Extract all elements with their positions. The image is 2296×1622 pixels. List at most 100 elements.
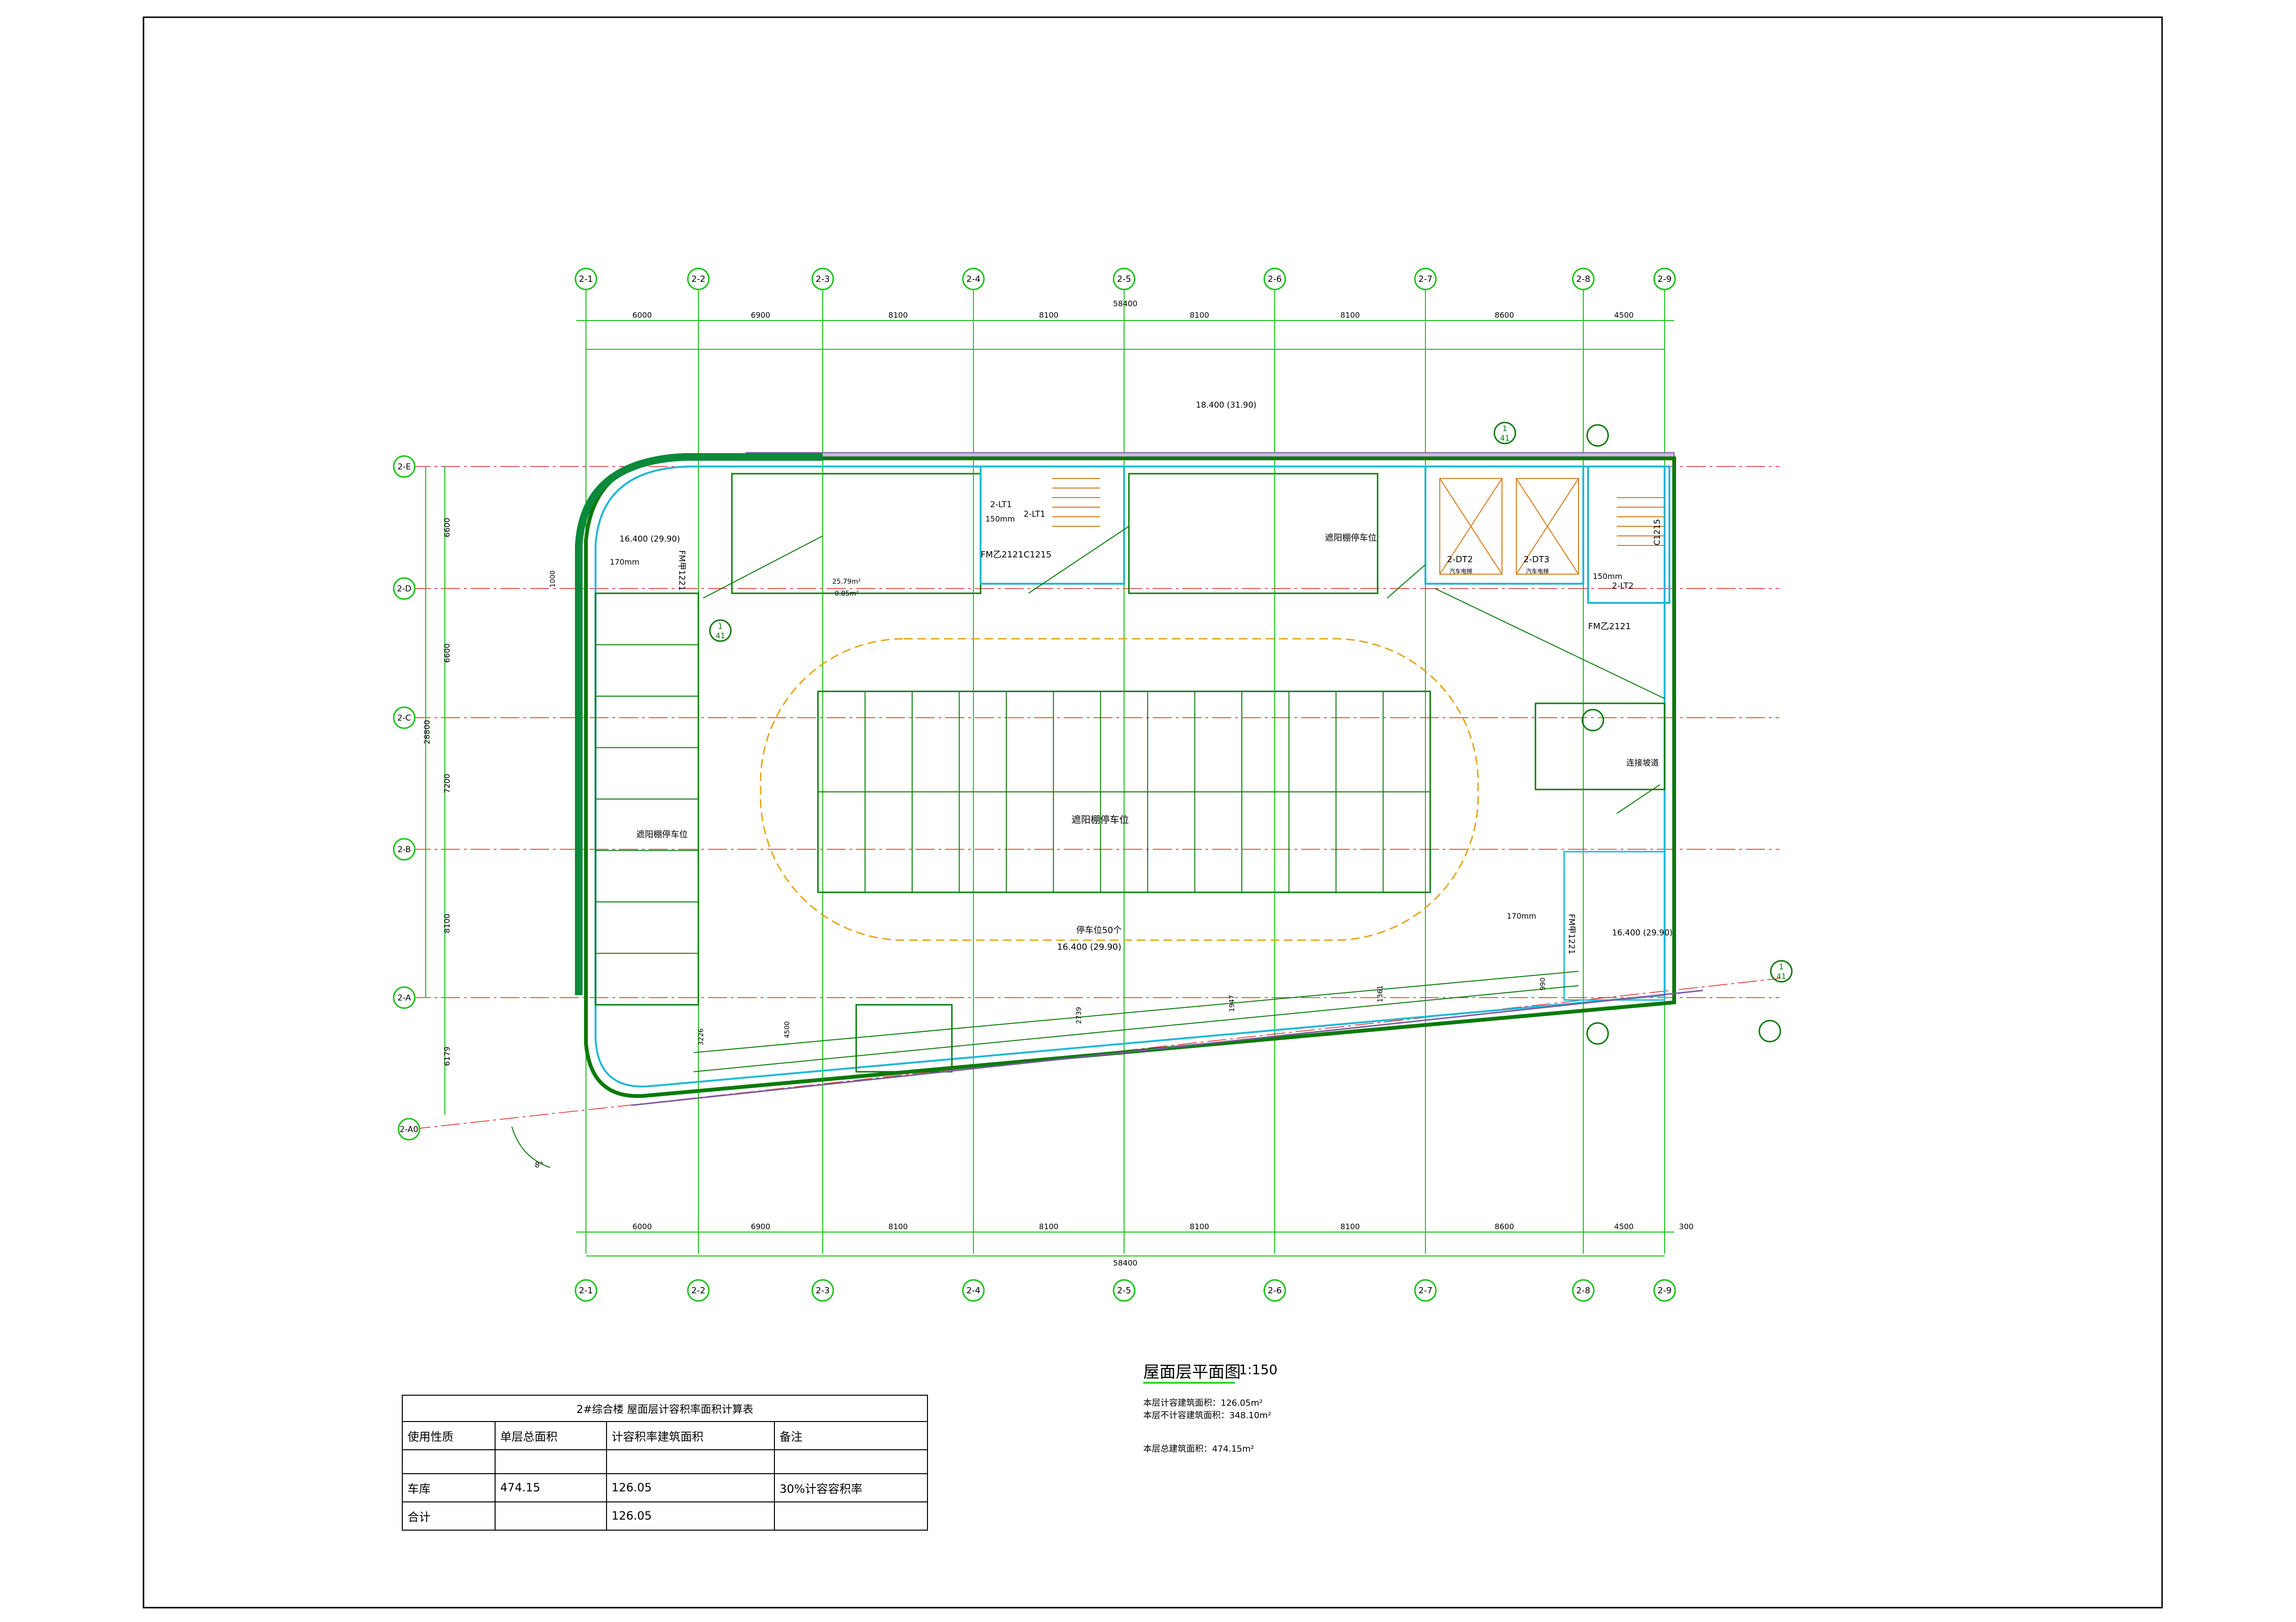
label-elevator-2: 2-DT2: [1447, 555, 1473, 565]
area-total: 本层总建筑面积：474.15m²: [1143, 1444, 1254, 1454]
label-parking-count: 停车位50个: [1076, 925, 1122, 935]
dashed-oval: [760, 638, 1479, 941]
axis-lines: [411, 289, 1780, 1254]
drawing-title-block: 屋面层平面图 1:150 本层计容建筑面积：126.05m² 本层不计容建筑面积…: [1143, 1359, 1478, 1464]
dimension-label: 8100: [888, 1222, 908, 1231]
axis-bubble-col: [1414, 267, 1437, 290]
building-outline: [575, 452, 1703, 1106]
sheet-frame: [143, 16, 2163, 1609]
label-elev-top: 18.400 (31.90): [1196, 400, 1257, 410]
label-elevator-note-2: 汽车电梯: [1449, 567, 1472, 575]
table-cell: 合计: [402, 1501, 496, 1531]
detail-callout-1: [709, 619, 732, 642]
label-door-right: FM乙2121: [1588, 622, 1631, 632]
dimension-label: 4500: [1614, 311, 1634, 320]
axis-bubble-label: 2-A0: [399, 1125, 418, 1134]
angle-label: 8°: [535, 1160, 543, 1169]
detail-callout-5: [1581, 709, 1604, 732]
label-stair-1: 2-LT1: [990, 500, 1012, 510]
dimension-label-left: 6179: [442, 1046, 452, 1066]
top-room-2: [1128, 473, 1379, 594]
axis-bubble-label: 2-4: [966, 1286, 980, 1296]
axis-bubble-label: 2-7: [1418, 1286, 1432, 1296]
axis-bubble-row: [397, 1118, 420, 1141]
inner-wall: [595, 466, 1666, 1088]
axis-bubbles: 2-12-12-22-22-32-32-42-42-52-52-62-62-72…: [393, 267, 1676, 1302]
dimension-label: 8100: [1340, 311, 1360, 320]
axis-bubble-col: [962, 1279, 985, 1302]
detail-num-2b: 41: [1500, 433, 1510, 443]
label-parking-left: 遮阳棚停车位: [636, 830, 688, 840]
drainage-lines: [693, 526, 1665, 1072]
dimension-label-vertical: 2739: [1075, 1007, 1083, 1024]
axis-bubble-row: [393, 455, 416, 478]
title-underline: [1143, 1382, 1235, 1384]
axis-bubble-label: 2-5: [1117, 274, 1131, 284]
label-elevator-3: 2-DT3: [1523, 555, 1549, 565]
stair-core-2: [1587, 466, 1670, 604]
axis-bubble-col: [811, 267, 834, 290]
label-area-small2: 0.85m²: [835, 590, 859, 598]
dimension-total-label: 58400: [1113, 299, 1137, 308]
top-room-1: [731, 473, 982, 594]
detail-callout-7: [1758, 1020, 1781, 1043]
dimension-label-left: 8100: [442, 914, 452, 933]
axis-bubble-label: 2-8: [1576, 1286, 1590, 1296]
stair-core-1: [980, 466, 1125, 585]
axis-bubble-row: [393, 577, 416, 600]
axis-bubble-label: 2-8: [1576, 274, 1590, 284]
axis-bubble-label: 2-E: [397, 462, 411, 472]
axis-bubble-col: [962, 267, 985, 290]
dimension-label: 4500: [1614, 1222, 1634, 1231]
table-header: 计容积率建筑面积: [606, 1421, 775, 1451]
label-elev-main: 16.400 (29.90): [1057, 942, 1121, 952]
detail-callouts: [709, 422, 1793, 1045]
dimension-label: 6000: [632, 1222, 652, 1231]
stair-treads: [1052, 478, 1665, 546]
label-parking-right: 遮阳棚停车位: [1325, 533, 1377, 543]
dimension-label: 6000: [632, 311, 652, 320]
dimension-label-left: 7200: [442, 774, 452, 793]
axis-bubble-col: [1113, 1279, 1136, 1302]
detail-callout-text: 1 41 1 41 1 41: [716, 424, 1786, 981]
dimension-label-vertical: 1947: [1228, 995, 1236, 1012]
detail-num-3b: 41: [1777, 972, 1786, 981]
label-area-small: 25.79m²: [832, 578, 861, 586]
axis-bubble-label: 2-B: [397, 845, 411, 855]
label-elev-left: 16.400 (29.90): [619, 534, 680, 544]
axis-bubble-label: 2-6: [1268, 1286, 1281, 1296]
detail-callout-2: [1493, 422, 1516, 444]
label-stair-2: 2-LT2: [1612, 581, 1634, 591]
axis-bubble-col: [1263, 1279, 1286, 1302]
detail-callout-6: [1586, 1022, 1609, 1045]
area-noncountable: 本层不计容建筑面积：348.10m²: [1143, 1411, 1271, 1421]
axis-bubble-col: [687, 1279, 710, 1302]
label-ramp: 连接坡道: [1626, 758, 1659, 768]
left-curved-wall: [575, 453, 823, 995]
dimension-label-vertical: 990: [1539, 978, 1547, 990]
label-elevator-note-3: 汽车电梯: [1526, 567, 1549, 575]
table-header: 备注: [773, 1421, 928, 1451]
table-header-row: 使用性质 单层总面积 计容积率建筑面积 备注: [402, 1421, 928, 1451]
table-header: 使用性质: [402, 1421, 496, 1451]
inclined-edge: [631, 989, 1703, 1106]
axis-bubble-label: 2-3: [816, 274, 829, 284]
axis-bubble-col: [1113, 267, 1136, 290]
detail-num-3a: 1: [1779, 962, 1784, 971]
axis-bubble-label: 2-4: [966, 274, 980, 284]
dimension-label: 8100: [1190, 1222, 1209, 1231]
elevator-core: [1424, 466, 1584, 585]
axis-bubble-col: [1653, 1279, 1676, 1302]
axis-bubble-row: [393, 986, 416, 1009]
axis-bubble-label: 2-1: [579, 274, 593, 284]
table-row: 合计 126.05: [402, 1501, 928, 1531]
outer-wall: [584, 456, 1676, 1098]
drawing-title: 屋面层平面图: [1143, 1363, 1241, 1382]
table-cell: 车库: [402, 1473, 496, 1502]
dimension-extra-label: 300: [1679, 1222, 1694, 1231]
table-row: 车库 474.15 126.05 30%计容容积率: [402, 1473, 928, 1502]
parking-stalls: [596, 644, 1430, 954]
table-cell: 126.05: [606, 1501, 775, 1531]
label-thick-150a: 150mm: [985, 514, 1015, 523]
